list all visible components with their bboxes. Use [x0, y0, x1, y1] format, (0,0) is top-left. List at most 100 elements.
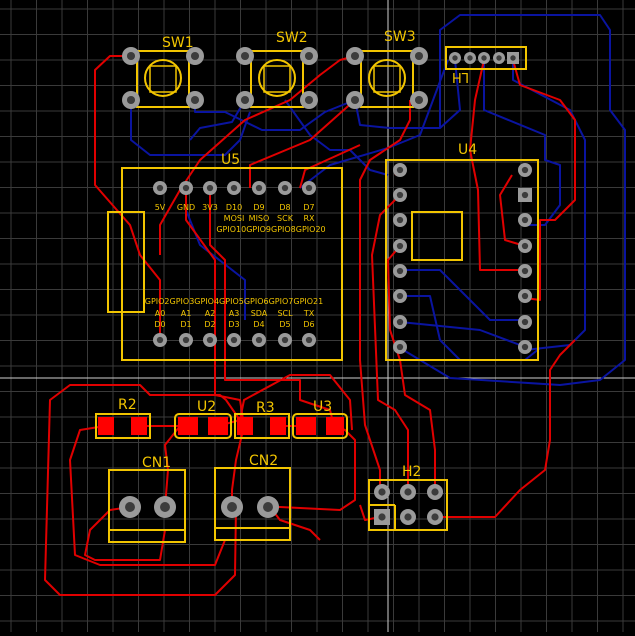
u4-right-pad-hole [521, 318, 529, 326]
u5-top-gpio: GPIO10GPIO9GPIO8GPIO20 [216, 225, 325, 234]
u2-pad-2 [208, 417, 228, 435]
u4-right-pad-1-hole [521, 191, 529, 199]
designators: SW1 SW2 SW3 LH U5 U4 R2 U2 R3 U3 CN1 CN2… [118, 29, 477, 480]
sw2-pad-hole [240, 95, 250, 105]
sw1-pad-hole [126, 51, 136, 61]
u5-pin-analog: TX [303, 309, 315, 318]
h2-label: H2 [402, 464, 421, 480]
u4-inner-outline [411, 211, 463, 261]
u5-pin-name: D7 [303, 203, 314, 212]
h2-pad-hole [404, 488, 412, 496]
u2-outline [174, 413, 232, 439]
lh-pad-1-hole [510, 55, 516, 61]
h2-pad-1-hole [378, 513, 386, 521]
u4-right-pad-hole [521, 292, 529, 300]
sw2-pad-hole [304, 51, 314, 61]
u4-right-pad-hole [521, 242, 529, 250]
u5-pin-analog: A2 [205, 309, 216, 318]
sw1-pad-hole [126, 95, 136, 105]
u4-left-pad-hole [396, 267, 404, 275]
u4-right-pad-hole [521, 166, 529, 174]
smd-pads [98, 417, 344, 435]
lh-pad-hole [452, 55, 458, 61]
u5-bottom-pad-hole [156, 336, 164, 344]
u4-outline [385, 159, 539, 361]
u5-usb-outline [107, 211, 145, 313]
u4-left-pad-hole [396, 216, 404, 224]
u5-pin-digital: D5 [279, 320, 290, 329]
u5-bottom-pad-hole [230, 336, 238, 344]
u5-top-pad-hole [281, 184, 289, 192]
lh-pad-hole [467, 55, 473, 61]
u5-pin-analog: A3 [229, 309, 240, 318]
u5-top-pad-hole [305, 184, 313, 192]
u5-pin-name: D8 [279, 203, 290, 212]
sw1-pad-hole [190, 95, 200, 105]
r3-outline [234, 413, 290, 439]
r3-pad-2 [270, 417, 286, 435]
sw3-pad-hole [414, 95, 424, 105]
u5-pin-function: MOSI [224, 214, 245, 223]
u4-label: U4 [458, 142, 477, 158]
cn1-pad-hole [125, 502, 135, 512]
u5-pin-analog: A0 [155, 309, 166, 318]
u5-pin-digital: D6 [303, 320, 314, 329]
u5-bottom-pad-hole [255, 336, 263, 344]
sw3-outline [360, 50, 414, 108]
h2-pad-hole [431, 488, 439, 496]
u5-pin-name: 5V [155, 203, 166, 212]
u2-pad-1 [178, 417, 198, 435]
r2-label: R2 [118, 397, 137, 413]
u4-left-pad-hole [396, 191, 404, 199]
u5-pin-digital: D4 [253, 320, 264, 329]
h2-pad-hole [404, 513, 412, 521]
lh-pad-hole [496, 55, 502, 61]
u5-top-pad-hole [182, 184, 190, 192]
r2-pad-2 [131, 417, 147, 435]
u5-top-pad-hole [156, 184, 164, 192]
silkscreen [95, 46, 539, 543]
cn1-label: CN1 [142, 455, 171, 471]
u5-pin-name: D10 [226, 203, 242, 212]
u4-right-pad-hole [521, 343, 529, 351]
sw3-pad-hole [414, 51, 424, 61]
u4-left-pad-hole [396, 166, 404, 174]
top-copper-traces [44, 55, 576, 596]
u4-left-pad-hole [396, 292, 404, 300]
sw1-label: SW1 [162, 35, 194, 51]
u5-pin-digital: D0 [154, 320, 165, 329]
u5-bottom-pad-hole [182, 336, 190, 344]
r3-pad-1 [237, 417, 253, 435]
u5-top-pad-hole [230, 184, 238, 192]
cn2-pad-hole [263, 502, 273, 512]
u3-pad-2 [326, 417, 344, 435]
lh-outline [445, 46, 527, 70]
u3-outline [292, 413, 348, 439]
sw3-pad-hole [350, 51, 360, 61]
r2-outline [95, 413, 151, 439]
u5-pin-digital: D1 [180, 320, 191, 329]
u4-right-pad-hole [521, 267, 529, 275]
r2-pad-1 [98, 417, 114, 435]
pads [119, 47, 532, 525]
u5-pin-name: 3V3 [202, 203, 218, 212]
sw2-pad-hole [240, 51, 250, 61]
sw1-pad-hole [190, 51, 200, 61]
u5-pin-name: D9 [253, 203, 264, 212]
u3-pad-1 [296, 417, 316, 435]
sw1-outline [136, 50, 190, 108]
u5-top-pad-hole [255, 184, 263, 192]
u5-pin-name: GND [177, 203, 195, 212]
u5-pin-function: MISO [249, 214, 270, 223]
cn1-pad-hole [160, 502, 170, 512]
cn2-outline [214, 467, 291, 541]
sw2-pad-hole [304, 95, 314, 105]
u3-label: U3 [313, 399, 332, 415]
u2-label: U2 [197, 399, 216, 415]
r3-label: R3 [256, 400, 275, 416]
u5-bottom-gpio: GPIO2GPIO3GPIO4GPIO5GPIO6GPIO7GPIO21 [145, 297, 323, 306]
u5-bottom-pad-hole [206, 336, 214, 344]
